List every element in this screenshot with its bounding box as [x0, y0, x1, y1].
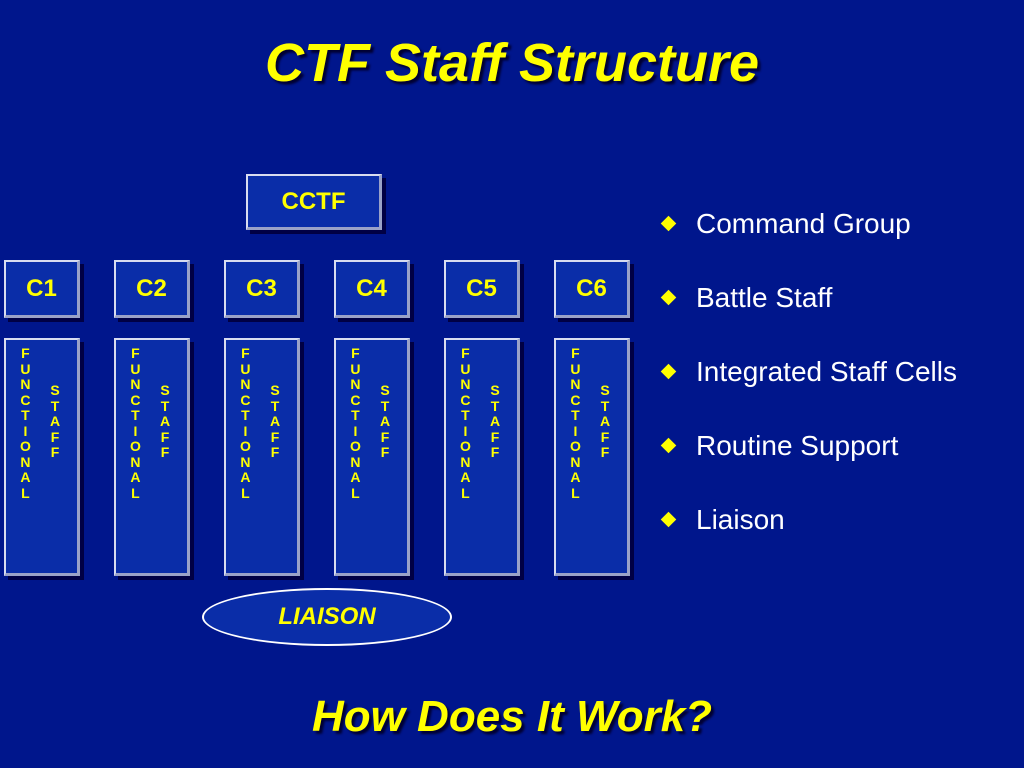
diamond-bullet-icon: [660, 363, 677, 380]
staff-section-c6: C6: [554, 260, 630, 318]
bullet-item-integrated-staff-cells: Integrated Staff Cells: [660, 356, 1000, 388]
bullet-text: Command Group: [696, 208, 911, 239]
bullet-list: Command Group Battle Staff Integrated St…: [660, 208, 1000, 578]
diamond-bullet-icon: [660, 437, 677, 454]
bullet-text: Battle Staff: [696, 282, 833, 313]
staff-section-c3: C3: [224, 260, 300, 318]
diamond-bullet-icon: [660, 289, 677, 306]
staff-section-c4: C4: [334, 260, 410, 318]
staff-section-c5: C5: [444, 260, 520, 318]
diamond-bullet-icon: [660, 215, 677, 232]
bullet-item-battle-staff: Battle Staff: [660, 282, 1000, 314]
slide-title: CTF Staff Structure: [264, 33, 760, 93]
bullet-item-liaison: Liaison: [660, 504, 1000, 536]
bullet-item-command-group: Command Group: [660, 208, 1000, 240]
bullet-item-routine-support: Routine Support: [660, 430, 1000, 462]
bullet-text: Liaison: [696, 504, 785, 535]
diamond-bullet-icon: [660, 511, 677, 528]
staff-section-c1: C1: [4, 260, 80, 318]
bullet-text: Integrated Staff Cells: [696, 356, 957, 387]
liaison-ellipse: LIAISON: [202, 588, 452, 646]
staff-section-c2: C2: [114, 260, 190, 318]
slide-subtitle: How Does It Work?: [311, 692, 713, 741]
bullet-text: Routine Support: [696, 430, 899, 461]
cctf-box: CCTF: [246, 174, 382, 230]
